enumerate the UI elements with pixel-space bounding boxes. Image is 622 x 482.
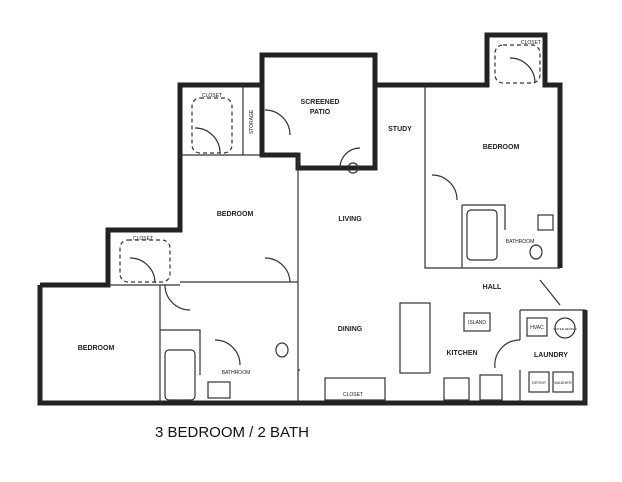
room-labels: SCREENED PATIO STORAGE CLOSET CLOSET CLO… [78, 40, 578, 398]
door-swing [214, 339, 241, 366]
bathtub [466, 209, 498, 261]
label-bedroom: BEDROOM [78, 345, 115, 352]
door-swing [494, 339, 521, 369]
label-kitchen: KITCHEN [446, 350, 477, 357]
bathtub [164, 349, 196, 401]
label-hall: HALL [483, 284, 502, 291]
toilet [275, 342, 289, 358]
label-closet: CLOSET [521, 40, 541, 46]
door-swing [509, 57, 536, 84]
dryer [528, 371, 550, 393]
door-swing [431, 174, 458, 201]
door-swing [264, 109, 291, 136]
closet-outline [119, 239, 171, 283]
closet-outline [191, 97, 233, 154]
label-closet: CLOSET [343, 392, 363, 398]
label-laundry: LAUNDRY [534, 352, 568, 359]
label-study: STUDY [388, 126, 412, 133]
label-washer: WASHER [554, 380, 572, 385]
water-heater [554, 317, 576, 339]
door-swing [339, 147, 361, 169]
door-swing [129, 257, 156, 284]
door-swing [194, 127, 221, 154]
closet-bottom [324, 377, 386, 401]
label-island: ISLAND [468, 320, 486, 326]
label-storage: STORAGE [249, 109, 255, 134]
fixtures [119, 44, 576, 401]
label-water-heater: WATER HEATER [553, 327, 577, 331]
stove [443, 377, 470, 401]
label-bathroom: BATHROOM [222, 370, 251, 376]
washer [552, 371, 574, 393]
fridge [479, 374, 503, 401]
door-swing [164, 284, 191, 311]
label-hvac: HVAC [530, 325, 544, 331]
island-box [463, 312, 491, 332]
sink [537, 214, 554, 231]
sink [207, 381, 231, 399]
closet-outline [494, 44, 541, 84]
label-patio-marker: 2 [352, 166, 355, 172]
walls [37, 32, 588, 406]
patio-marker [347, 162, 359, 174]
label-dining: DINING [338, 326, 363, 333]
label-bedroom: BEDROOM [483, 144, 520, 151]
label-closet: CLOSET [202, 93, 222, 99]
label-screened: SCREENED [301, 99, 340, 106]
kitchen-counter [399, 302, 431, 374]
label-patio: PATIO [310, 109, 331, 116]
toilet [529, 244, 543, 260]
plan-title: 3 BEDROOM / 2 BATH [155, 424, 309, 441]
label-bedroom: BEDROOM [217, 211, 254, 218]
label-living: LIVING [338, 216, 362, 223]
label-dryer: DRYER [532, 380, 546, 385]
label-bathroom: BATHROOM [506, 239, 535, 245]
hvac-unit [526, 317, 548, 337]
label-closet: CLOSET [133, 236, 153, 242]
door-swing [264, 257, 291, 283]
